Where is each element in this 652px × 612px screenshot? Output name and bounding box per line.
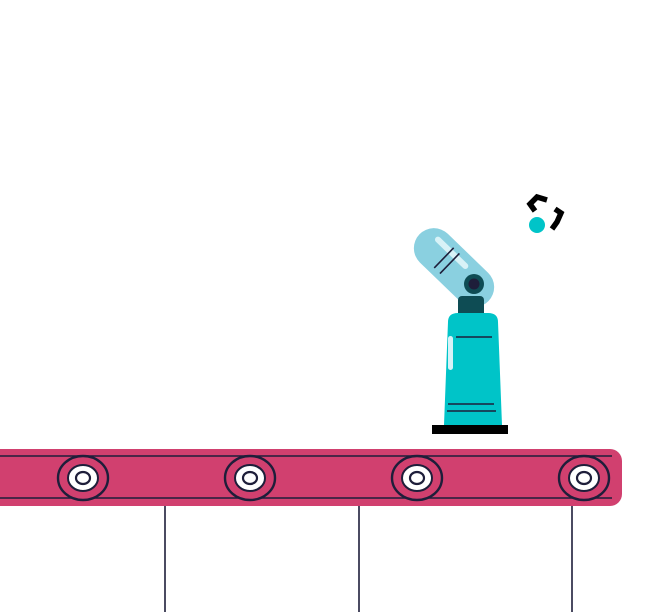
robot-base-column: [444, 313, 502, 425]
robot-wrist: [529, 217, 545, 233]
belt-roller-icon: [223, 454, 277, 502]
conveyor-belt-body: [0, 449, 622, 506]
robot-arm-icon: [413, 193, 565, 434]
conveyor-support-legs: [164, 506, 573, 612]
robot-base-plate: [432, 425, 508, 434]
conveyor-belt-icon: [0, 449, 622, 506]
robot-upper-arm: [413, 228, 495, 308]
claw-gripper-icon: [526, 193, 565, 231]
robot-joint-center: [468, 278, 480, 290]
belt-roller-icon: [390, 454, 444, 502]
belt-roller-icon: [557, 454, 611, 502]
robot-neck: [458, 296, 484, 318]
belt-roller-icon: [56, 454, 110, 502]
